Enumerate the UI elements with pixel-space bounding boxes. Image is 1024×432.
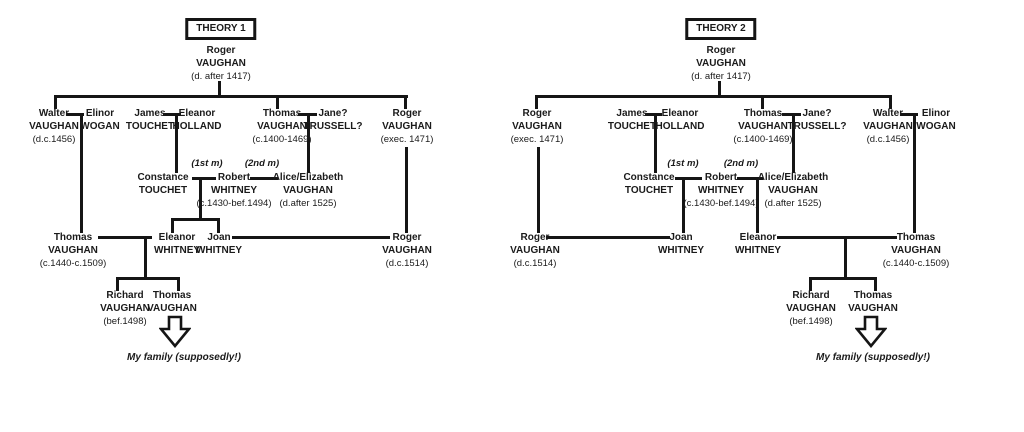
person-thomas-vaughan-sr: Thomas VAUGHAN (c.1400-1469) (733, 108, 793, 145)
connector (276, 95, 279, 109)
connector (217, 218, 220, 233)
connector (718, 81, 721, 97)
connector (218, 81, 221, 97)
connector (761, 95, 764, 109)
children-bracket (810, 277, 877, 280)
person-joan-whitney: Joan WHITNEY (657, 232, 705, 256)
person-james-touchet: James TOUCHET (607, 108, 657, 132)
connector (177, 277, 180, 291)
sibling-line (55, 95, 408, 98)
person-roger-vaughan-exec: Roger VAUGHAN (exec. 1471) (510, 108, 564, 145)
person-roger-vaughan-1514: Roger VAUGHAN (d.c.1514) (510, 232, 560, 269)
person-james-touchet: James TOUCHET (125, 108, 175, 132)
connector (537, 147, 540, 233)
person-eleanor-holland: Eleanor HOLLAND (655, 108, 705, 132)
connector (792, 113, 795, 173)
person-thomas-vaughan-jr: Thomas VAUGHAN (c.1440-c.1509) (882, 232, 950, 269)
connector (889, 95, 892, 109)
person-richard-vaughan: Richard VAUGHAN (bef.1498) (100, 290, 150, 327)
person-jane-trussell: Jane? TRUSSELL? (303, 108, 363, 132)
person-eleanor-whitney: Eleanor WHITNEY (734, 232, 782, 256)
sibling-line (535, 95, 892, 98)
theory2-title-box: THEORY 2 (685, 18, 757, 40)
marriage-line (645, 113, 662, 116)
connector (654, 113, 657, 173)
person-joan-whitney: Joan WHITNEY (195, 232, 243, 256)
connector (809, 277, 812, 291)
connector (404, 95, 407, 109)
marriage-line (675, 177, 702, 180)
down-arrow-icon (158, 315, 192, 353)
person-constance-touchet: Constance TOUCHET (137, 172, 189, 196)
marriage-line (546, 236, 670, 239)
marriage-line (250, 177, 278, 180)
connector (171, 218, 174, 233)
marriage-line (67, 113, 84, 116)
person-richard-vaughan: Richard VAUGHAN (bef.1498) (786, 290, 836, 327)
person-robert-whitney: Robert WHITNEY (c.1430-bef.1494) (683, 172, 759, 209)
connector (535, 95, 538, 109)
connector (307, 113, 310, 173)
person-elinor-wogan: Elinor WOGAN (916, 108, 956, 132)
connector (80, 113, 83, 233)
theory2-caption: My family (supposedly!) (816, 352, 930, 363)
person-thomas-vaughan-son: Thomas VAUGHAN (848, 290, 898, 314)
children-bracket (117, 277, 180, 280)
person-roger-vaughan-1514: Roger VAUGHAN (d.c.1514) (382, 232, 432, 269)
person-walter-vaughan: Walter VAUGHAN (d.c.1456) (863, 108, 913, 145)
first-marriage-label: (1st m) (667, 158, 699, 169)
connector (405, 147, 408, 233)
marriage-line (163, 113, 181, 116)
marriage-line (192, 177, 216, 180)
connector (144, 236, 147, 278)
person-roger-vaughan-sr: Roger VAUGHAN (d. after 1417) (191, 45, 251, 82)
person-thomas-vaughan-jr: Thomas VAUGHAN (c.1440-c.1509) (39, 232, 107, 269)
person-alice-elizabeth-vaughan: Alice/Elizabeth VAUGHAN (d.after 1525) (757, 172, 829, 209)
person-walter-vaughan: Walter VAUGHAN (d.c.1456) (29, 108, 79, 145)
person-roger-vaughan-exec: Roger VAUGHAN (exec. 1471) (380, 108, 434, 145)
connector (199, 179, 202, 220)
connector (913, 113, 916, 233)
person-roger-vaughan-sr: Roger VAUGHAN (d. after 1417) (691, 45, 751, 82)
connector (54, 95, 57, 109)
person-jane-trussell: Jane? TRUSSELL? (787, 108, 847, 132)
person-eleanor-whitney: Eleanor WHITNEY (153, 232, 201, 256)
connector (844, 236, 847, 278)
children-bracket (172, 218, 220, 221)
connector (682, 179, 685, 233)
marriage-line (777, 236, 897, 239)
marriage-line (901, 113, 918, 116)
second-marriage-label: (2nd m) (723, 158, 759, 169)
theory1-title-box: THEORY 1 (185, 18, 257, 40)
person-eleanor-holland: Eleanor HOLLAND (172, 108, 222, 132)
person-thomas-vaughan-sr: Thomas VAUGHAN (c.1400-1469) (252, 108, 312, 145)
marriage-line (98, 236, 152, 239)
marriage-line (782, 113, 801, 116)
connector (874, 277, 877, 291)
person-thomas-vaughan-son: Thomas VAUGHAN (147, 290, 197, 314)
connector (756, 179, 759, 233)
person-constance-touchet: Constance TOUCHET (623, 172, 675, 196)
person-robert-whitney: Robert WHITNEY (c.1430-bef.1494) (196, 172, 272, 209)
down-arrow-icon (854, 315, 888, 353)
person-elinor-wogan: Elinor WOGAN (80, 108, 120, 132)
second-marriage-label: (2nd m) (244, 158, 280, 169)
theory1-caption: My family (supposedly!) (127, 352, 241, 363)
first-marriage-label: (1st m) (191, 158, 223, 169)
marriage-line (232, 236, 390, 239)
person-alice-elizabeth-vaughan: Alice/Elizabeth VAUGHAN (d.after 1525) (272, 172, 344, 209)
marriage-line (737, 177, 763, 180)
connector (116, 277, 119, 291)
connector (175, 113, 178, 173)
